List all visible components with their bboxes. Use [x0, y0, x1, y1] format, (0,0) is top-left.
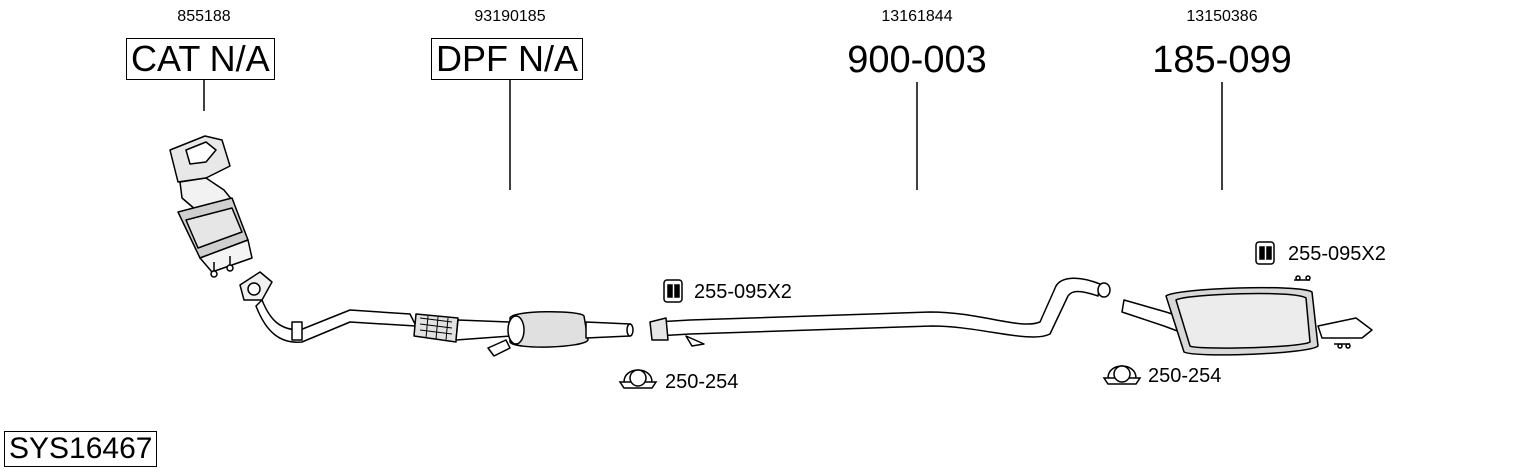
catalytic-converter-drawing: [169, 135, 253, 278]
rubber-hanger-icon: [1255, 241, 1275, 265]
fitting-label: 250-254: [665, 371, 739, 393]
component-part-code: 900-003: [847, 39, 987, 81]
pipe-clamp-icon: [618, 369, 658, 389]
component-ref-number: 13161844: [881, 8, 953, 25]
middle-pipe-drawing: [649, 277, 1111, 347]
component-part-code: DPF N/A: [431, 38, 584, 80]
rear-silencer-drawing: [1121, 275, 1373, 356]
fitting-label: 255-095X2: [1288, 243, 1386, 265]
fitting-label: 250-254: [1148, 365, 1222, 387]
leader-lines: [203, 80, 1223, 190]
rubber-hanger-icon: [663, 279, 683, 303]
pipe-clamp-icon: [1102, 365, 1142, 385]
component-ref-number: 855188: [177, 8, 231, 25]
front-silencer-drawing: [487, 311, 634, 357]
component-ref-number: 93190185: [474, 8, 546, 25]
component-part-code: 185-099: [1152, 39, 1292, 81]
fitting-label: 255-095X2: [694, 281, 792, 303]
system-code-label: SYS16467: [4, 431, 158, 467]
component-ref-number: 13150386: [1186, 8, 1258, 25]
component-part-code: CAT N/A: [126, 38, 275, 80]
front-pipe-drawing: [239, 271, 511, 343]
